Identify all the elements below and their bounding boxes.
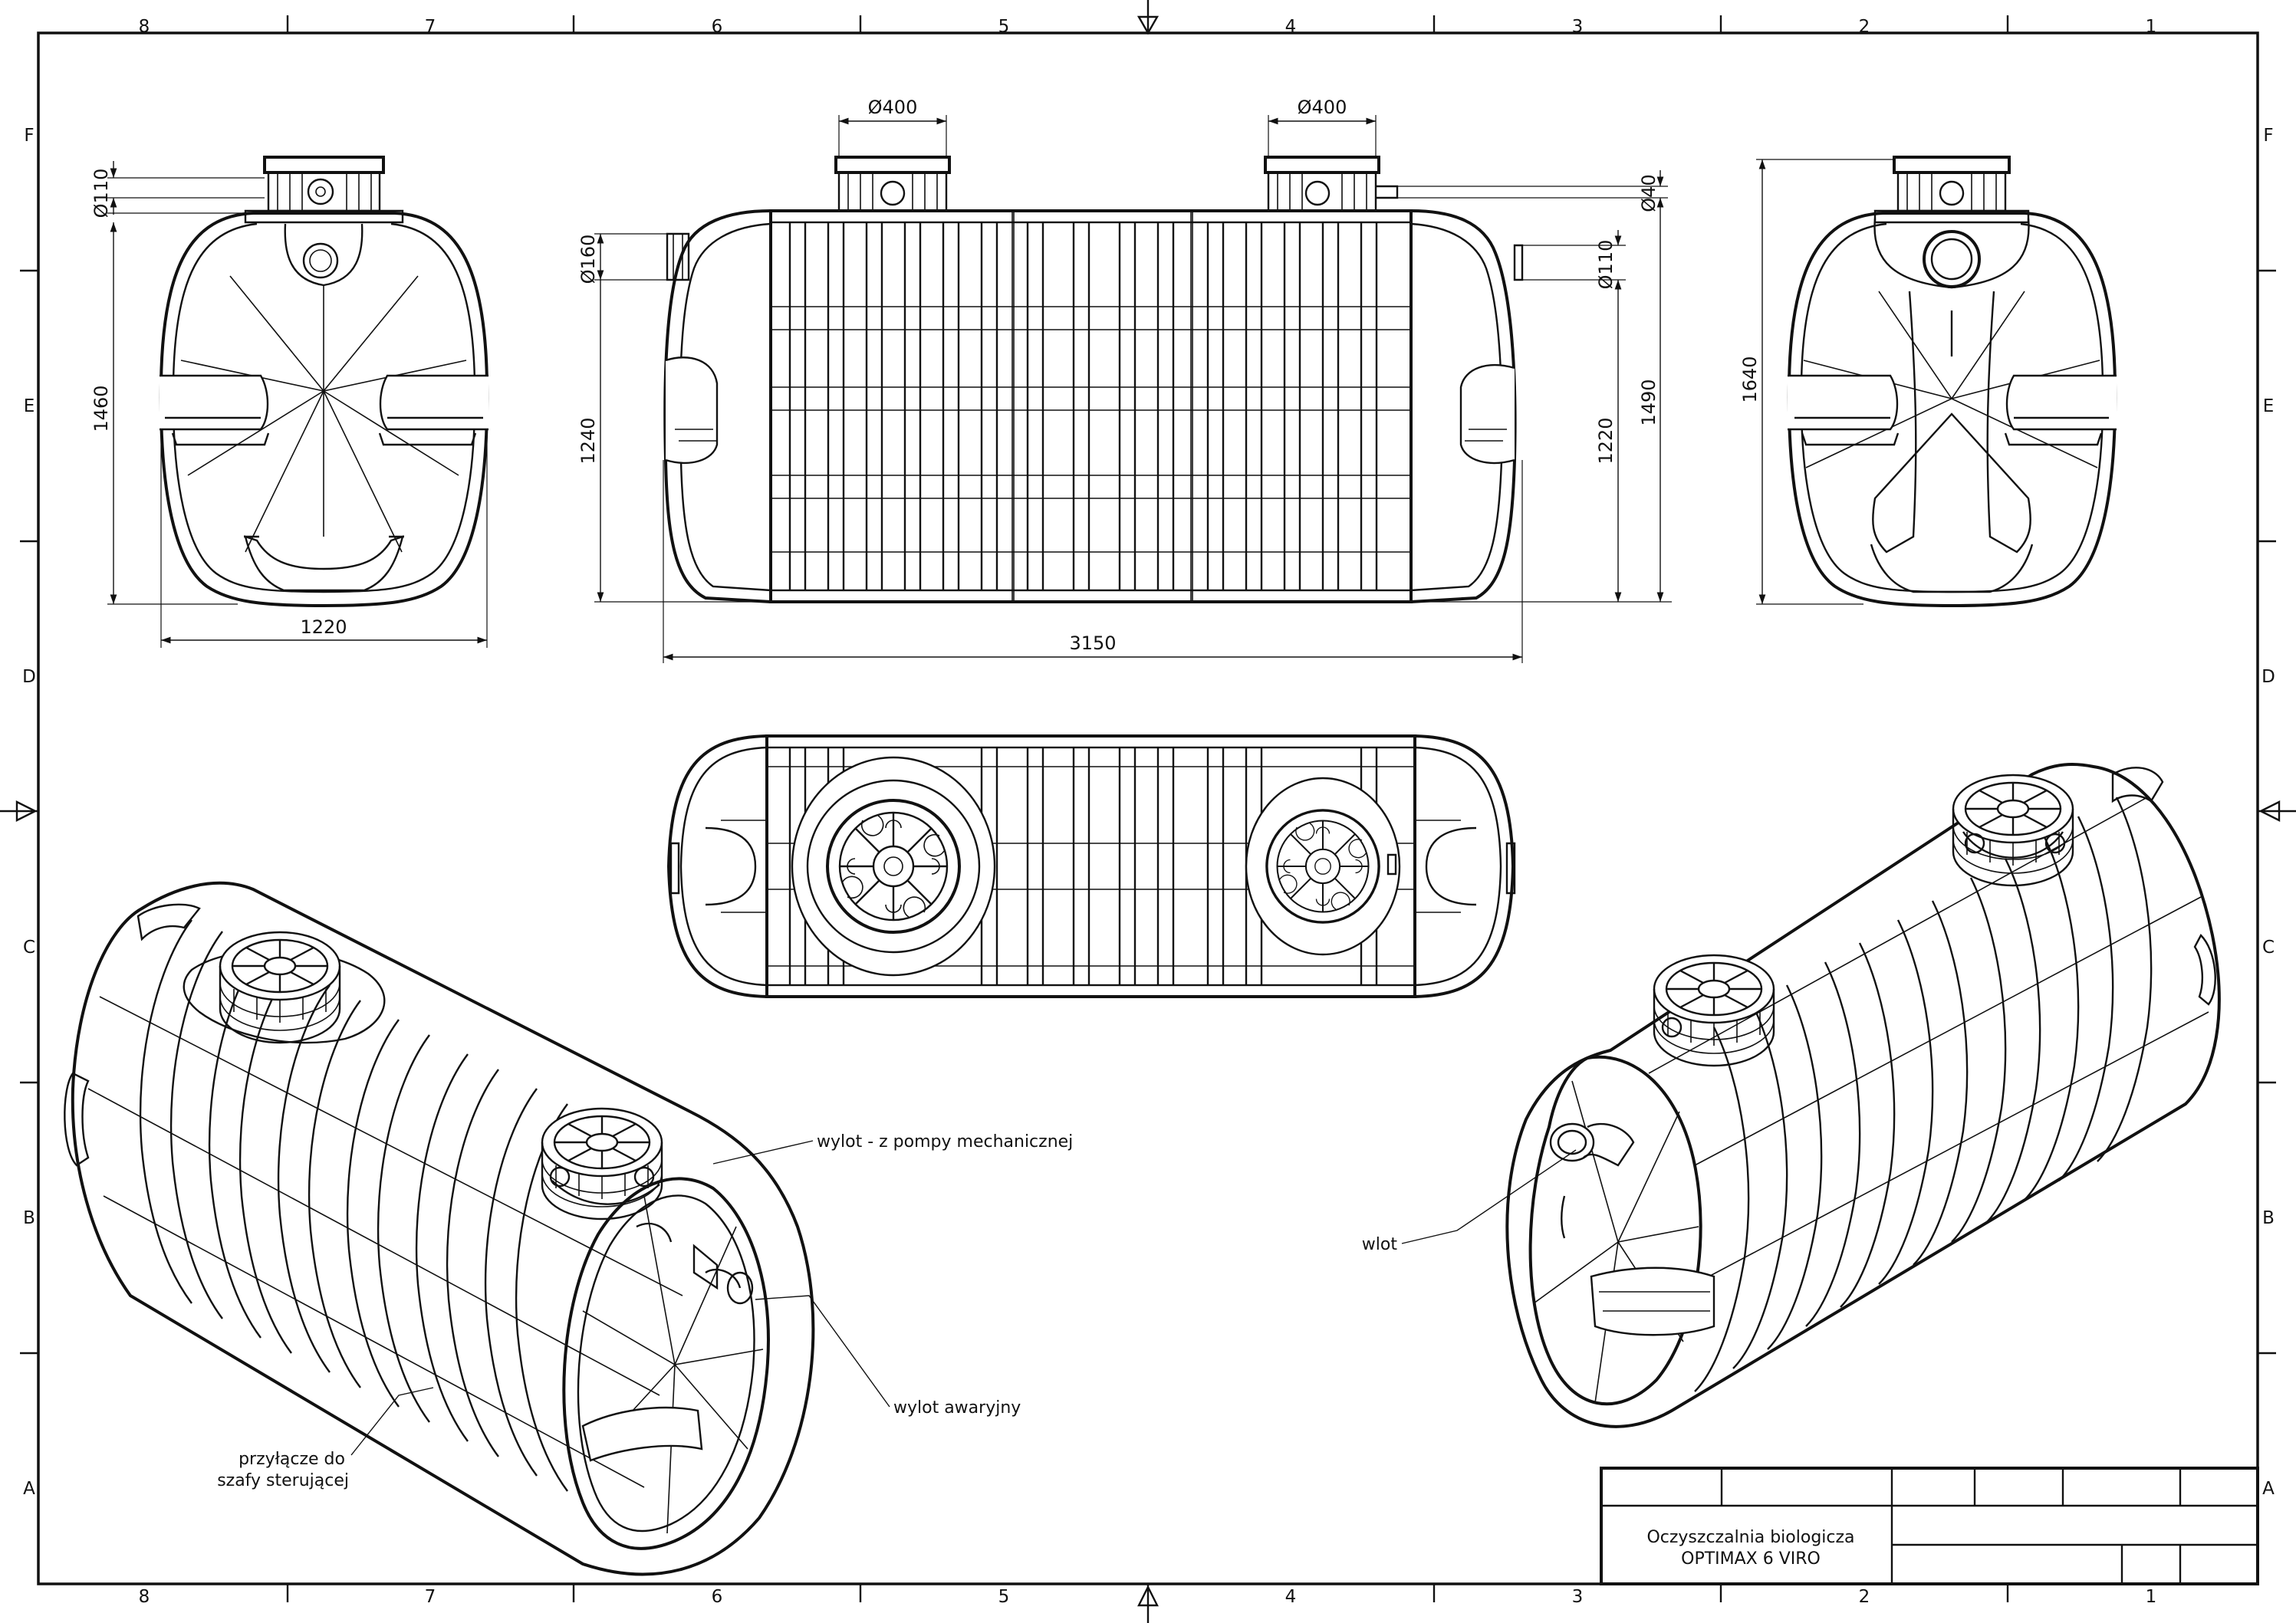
grid-row-label: E [24, 396, 35, 416]
label-connector-line2: szafy sterującej [217, 1471, 349, 1490]
dimension-pipe-right: Ø110 [1595, 240, 1617, 290]
grid-row-label: C [23, 938, 35, 958]
iso-view-left [64, 881, 815, 1576]
label-connector-line1: przyłącze do [238, 1450, 345, 1469]
grid-row-label: F [2263, 126, 2273, 146]
grid-ticks-right [2258, 269, 2276, 1355]
iso-left-ribs [139, 919, 568, 1492]
back-tank-outline [1787, 212, 2117, 608]
grid-col-label: 1 [2146, 1587, 2157, 1607]
grid-col-label: 4 [1285, 17, 1297, 37]
dimension-front-pipe: Ø110 [90, 169, 112, 218]
grid-col-label: 8 [139, 17, 150, 37]
dimension-height-right-inner: 1220 [1595, 417, 1617, 464]
grid-col-label: 3 [1572, 17, 1584, 37]
side-corrugations [788, 222, 1378, 590]
dimension-pipe-40: Ø40 [1638, 174, 1660, 212]
grid-row-label: A [23, 1479, 35, 1499]
grid-row-label: D [22, 667, 36, 687]
grid-row-label: B [2262, 1208, 2275, 1228]
grid-col-label: 8 [139, 1587, 150, 1607]
dimension-front-height: 1460 [90, 385, 112, 432]
grid-col-label: 4 [1285, 1587, 1297, 1607]
label-outlet-emergency: wylot awaryjny [893, 1398, 1021, 1418]
dimension-back-height: 1640 [1739, 356, 1761, 402]
front-view: 1460 Ø110 1220 [90, 156, 489, 648]
grid-col-label: 3 [1572, 1587, 1584, 1607]
front-tank-outline [159, 212, 489, 608]
iso-right-ribs [1694, 797, 2153, 1392]
title-line1: Oczyszczalnia biologicza [1646, 1528, 1854, 1547]
dimension-manhole-right: Ø400 [1298, 97, 1347, 118]
grid-row-labels-right: F E D C B A [2261, 126, 2275, 1499]
grid-row-label: E [2263, 396, 2275, 416]
grid-row-label: F [24, 126, 34, 146]
grid-col-label: 1 [2146, 17, 2157, 37]
top-view [666, 734, 1516, 998]
back-view: 1640 [1739, 156, 2117, 608]
side-right-endcap [1410, 209, 1517, 603]
grid-row-label: A [2262, 1479, 2275, 1499]
side-left-endcap [663, 209, 771, 603]
manhole-right [1264, 156, 1399, 212]
grid-col-label: 6 [712, 1587, 723, 1607]
grid-row-label: C [2262, 938, 2275, 958]
grid-col-label: 5 [998, 1587, 1010, 1607]
grid-col-label: 7 [425, 1587, 436, 1607]
grid-col-label: 2 [1859, 1587, 1870, 1607]
dimension-height-left: 1240 [577, 417, 599, 464]
title-block: Oczyszczalnia biologicza OPTIMAX 6 VIRO [1600, 1467, 2259, 1585]
grid-ticks-top [286, 15, 2009, 33]
label-outlet-pump: wylot - z pompy mechanicznej [817, 1132, 1073, 1152]
grid-column-labels-top: 8 7 6 5 4 3 2 1 [139, 17, 2157, 37]
dimension-manhole-left: Ø400 [868, 97, 918, 118]
grid-row-labels-left: F E D C B A [22, 126, 36, 1499]
side-view: Ø400 Ø400 Ø160 1240 3150 Ø40 Ø110 122 [577, 97, 1672, 663]
callouts: wylot - z pompy mechanicznej wylot awary… [217, 1132, 1577, 1490]
iso-left-body [71, 881, 815, 1576]
dimension-pipe-left: Ø160 [577, 235, 599, 284]
dimension-side-length: 3150 [1069, 632, 1116, 654]
grid-col-label: 5 [998, 17, 1010, 37]
label-inlet: wlot [1362, 1235, 1398, 1254]
manhole-left [834, 156, 951, 212]
grid-col-label: 7 [425, 17, 436, 37]
dimension-height-right-outer: 1490 [1638, 379, 1660, 425]
grid-ticks-bottom [286, 1584, 2009, 1602]
grid-row-label: B [23, 1208, 35, 1228]
grid-column-labels-bottom: 8 7 6 5 4 3 2 1 [139, 1587, 2157, 1607]
title-line2: OPTIMAX 6 VIRO [1681, 1549, 1821, 1569]
grid-col-label: 2 [1859, 17, 1870, 37]
grid-row-label: D [2261, 667, 2275, 687]
iso-view-right [1505, 763, 2221, 1428]
dimension-front-width: 1220 [300, 616, 347, 638]
grid-col-label: 6 [712, 17, 723, 37]
grid-ticks-left [20, 269, 38, 1355]
